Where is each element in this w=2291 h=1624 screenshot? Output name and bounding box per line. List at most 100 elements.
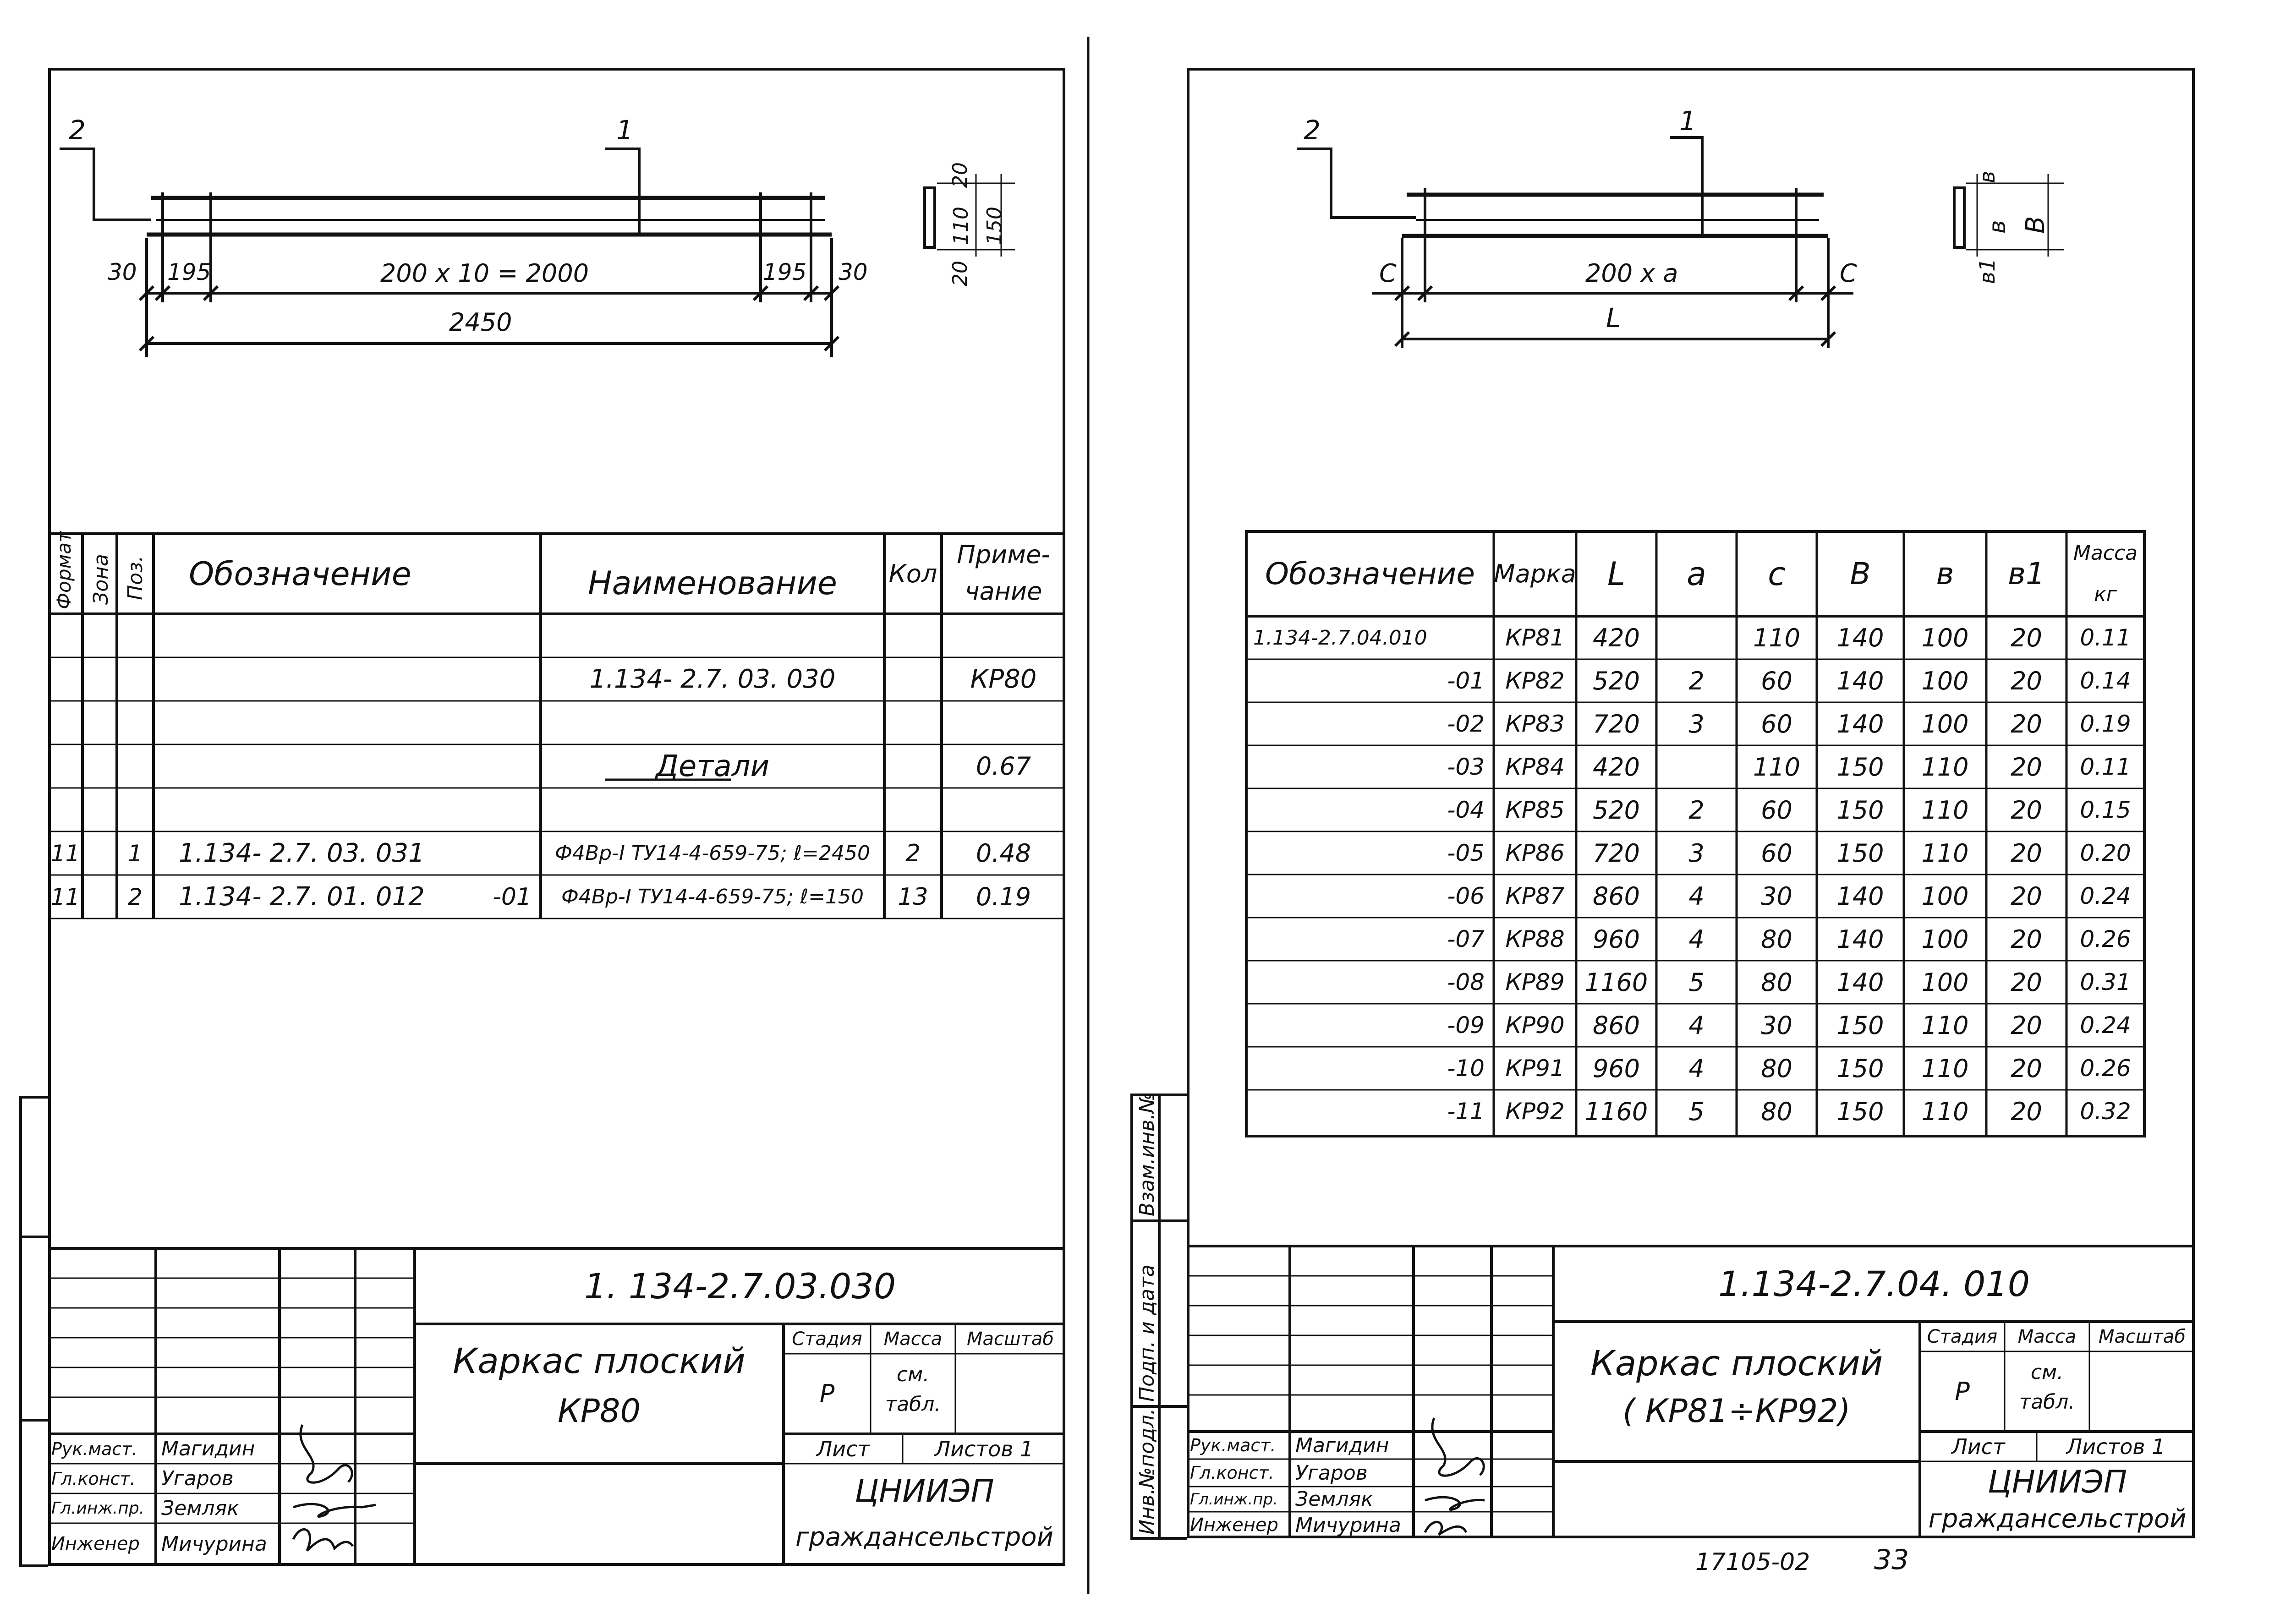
right-table-cell-c: 30	[1761, 881, 1792, 911]
right-table-cell-mass: 0.26	[2080, 1055, 2131, 1082]
right-table-cell-B: 140	[1836, 968, 1884, 997]
left-spec-header-designation: Обозначение	[189, 555, 411, 593]
right-table-cell-mark: КР83	[1505, 711, 1565, 737]
right-table-cell-L: 860	[1592, 881, 1640, 911]
left-title-line-2: КР80	[558, 1392, 641, 1430]
right-table-cell-b: 110	[1921, 1097, 1969, 1126]
left-spec-r4-suffix: -01	[493, 883, 532, 911]
right-table-cell-designation: -05	[1447, 840, 1485, 866]
left-callout-2: 2	[69, 115, 86, 146]
right-table-cell-b: 100	[1921, 924, 1969, 954]
left-sheet-frame	[48, 68, 1065, 1566]
left-dim-middle: 200 x 10 = 2000	[380, 259, 589, 288]
right-dim-middle: 200 х а	[1585, 259, 1678, 288]
left-person-4: Мичурина	[161, 1532, 267, 1556]
footer-page: 33	[1874, 1544, 1909, 1576]
right-table-cell-mass: 0.32	[2080, 1098, 2131, 1125]
left-spec-r4-pos: 2	[128, 883, 143, 910]
right-table-cell-L: 1160	[1584, 1097, 1648, 1126]
left-person-2: Угаров	[161, 1467, 234, 1490]
right-table-cell-designation: -01	[1447, 667, 1485, 694]
left-spec-header-note-1: Приме-	[957, 540, 1050, 569]
left-dim-195-left: 195	[167, 259, 211, 285]
right-table-cell-b1: 20	[2011, 623, 2042, 652]
right-table-cell-a: 4	[1688, 1011, 1705, 1040]
right-table-header-mark: Марка	[1494, 559, 1576, 588]
left-person-1: Магидин	[161, 1437, 255, 1460]
right-table-cell-designation: -03	[1447, 754, 1485, 780]
right-table-cell-mark: КР85	[1505, 797, 1565, 823]
right-table-cell-L: 520	[1592, 666, 1640, 695]
right-table-cell-mass: 0.14	[2080, 667, 2131, 694]
left-spec-r3-name: Ф4Вр-I ТУ14-4-659-75; ℓ=2450	[555, 842, 870, 865]
right-table-cell-b1: 20	[2011, 795, 2042, 825]
right-table-cell-c: 60	[1761, 838, 1792, 868]
right-table-cell-mark: КР88	[1505, 926, 1565, 952]
right-table-header-b: в	[1936, 556, 1954, 591]
right-table-cell-mark: КР86	[1505, 840, 1565, 866]
left-org-1: ЦНИИЭП	[855, 1473, 994, 1509]
right-table-cell-designation: 1.134-2.7.04.010	[1253, 626, 1427, 650]
right-role-3: Гл.инж.пр.	[1190, 1490, 1278, 1509]
right-org-2: граждансельстрой	[1928, 1504, 2187, 1534]
right-table-cell-designation: -06	[1447, 883, 1485, 909]
right-table-cell-c: 110	[1753, 752, 1801, 782]
right-table-cell-c: 60	[1761, 795, 1792, 825]
right-table-cell-mark: КР90	[1505, 1012, 1565, 1039]
right-table-cell-b1: 20	[2011, 968, 2042, 997]
right-table-cell-mark: КР91	[1505, 1055, 1565, 1082]
right-table-cell-b1: 20	[2011, 1011, 2042, 1040]
right-table-cell-mass: 0.19	[2080, 711, 2131, 737]
right-table-cell-mass: 0.15	[2080, 797, 2131, 823]
right-table-cell-L: 720	[1592, 709, 1640, 738]
right-table-cell-B: 150	[1836, 838, 1884, 868]
left-dim-30-right: 30	[839, 259, 868, 285]
right-table-cell-B: 150	[1836, 1054, 1884, 1083]
left-spec-r3-designation: 1.134- 2.7. 03. 031	[179, 838, 425, 868]
left-dim-195-right: 195	[763, 259, 807, 285]
left-mass-header: Масса	[883, 1328, 943, 1350]
right-table-cell-b1: 20	[2011, 838, 2042, 868]
right-title-line-1: Каркас плоский	[1590, 1342, 1883, 1383]
right-table-cell-L: 960	[1592, 924, 1640, 954]
right-table-cell-mark: КР89	[1505, 969, 1565, 995]
right-table-cell-c: 80	[1761, 924, 1792, 954]
right-table-cell-a: 4	[1688, 1054, 1705, 1083]
right-table-cell-mass: 0.24	[2080, 883, 2131, 909]
right-table-cell-mass: 0.11	[2080, 624, 2131, 651]
left-sheet-label: Лист	[816, 1436, 870, 1461]
right-table-cell-b: 110	[1921, 1054, 1969, 1083]
left-spec-header-qty: Кол	[888, 559, 937, 588]
right-person-4: Мичурина	[1295, 1513, 1401, 1537]
left-scale-header: Масштаб	[966, 1328, 1054, 1350]
right-table-cell-mass: 0.11	[2080, 754, 2131, 780]
right-table-cell-mark: КР84	[1505, 754, 1565, 780]
right-table-header-c: с	[1768, 555, 1786, 593]
right-table-cell-mark: КР87	[1505, 883, 1565, 909]
right-table-cell-designation: -08	[1447, 969, 1485, 995]
left-spec-r3-format: 11	[50, 840, 80, 867]
right-table-cell-b1: 20	[2011, 709, 2042, 738]
right-dim-total: L	[1606, 302, 1621, 334]
left-spec-r1-note: КР80	[970, 664, 1037, 694]
right-scale-header: Масштаб	[2098, 1326, 2186, 1347]
right-table-cell-a: 3	[1688, 838, 1705, 868]
right-table-cell-B: 150	[1836, 752, 1884, 782]
right-table-cell-c: 110	[1753, 623, 1801, 652]
right-table-cell-b: 110	[1921, 1011, 1969, 1040]
right-mass-value-1: см.	[2030, 1360, 2064, 1384]
left-role-1: Рук.маст.	[51, 1438, 137, 1459]
right-table-cell-L: 420	[1592, 752, 1640, 782]
right-table-cell-c: 60	[1761, 709, 1792, 738]
right-table-cell-b: 100	[1921, 623, 1969, 652]
right-table-cell-L: 720	[1592, 838, 1640, 868]
left-spec-r4-name: Ф4Вр-I ТУ14-4-659-75; ℓ=150	[561, 885, 864, 908]
right-table-cell-b1: 20	[2011, 924, 2042, 954]
left-role-4: Инженер	[51, 1533, 140, 1554]
right-table-cell-B: 140	[1836, 881, 1884, 911]
right-table-cell-designation: -09	[1447, 1012, 1485, 1039]
